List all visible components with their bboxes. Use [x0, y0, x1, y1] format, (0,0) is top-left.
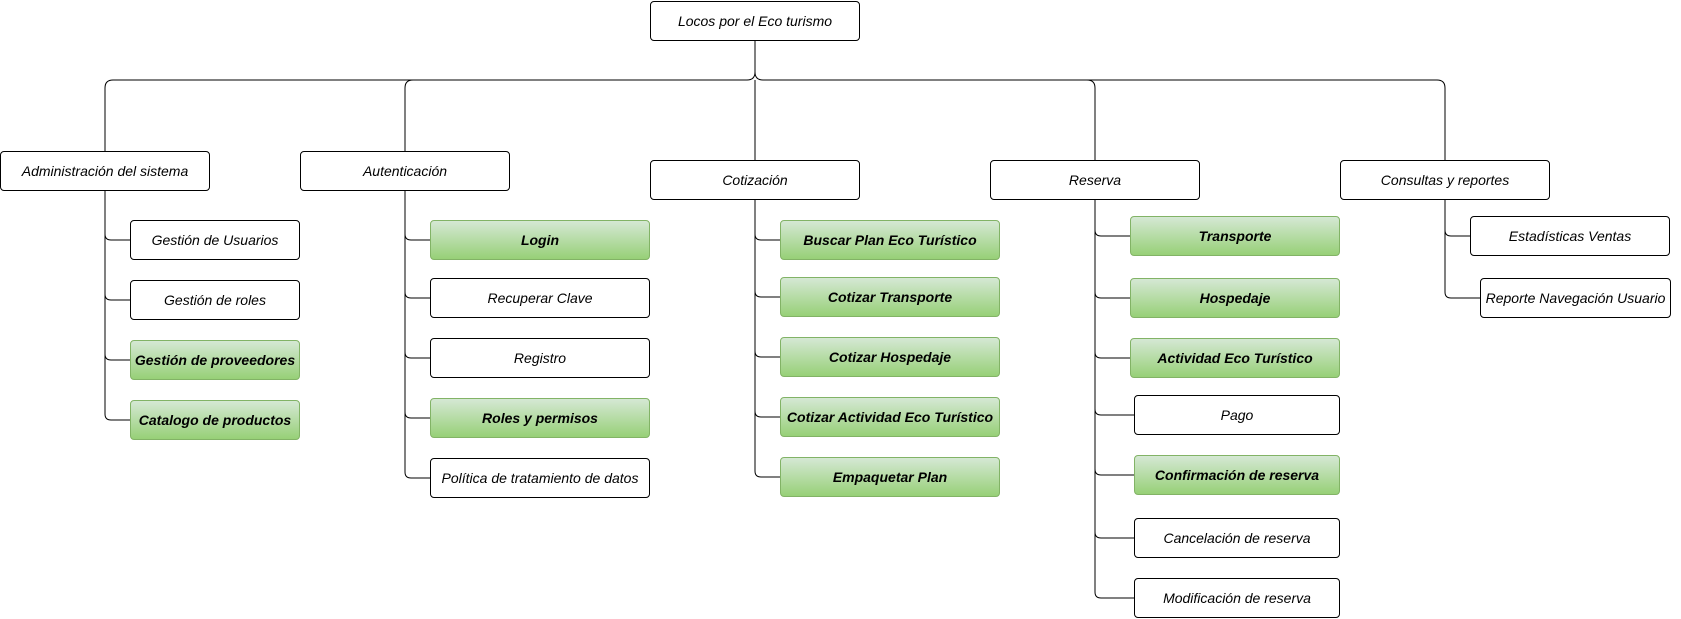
child-connector: [404, 351, 430, 359]
branch-drop: [104, 79, 114, 151]
child-node: Cotizar Transporte: [780, 277, 1000, 317]
child-node: Catalogo de productos: [130, 400, 300, 440]
branch-drop: [404, 79, 414, 151]
child-connector: [404, 471, 430, 479]
child-node: Roles y permisos: [430, 398, 650, 438]
child-connector: [1094, 591, 1134, 599]
child-node: Confirmación de reserva: [1134, 455, 1340, 495]
child-node: Gestión de Usuarios: [130, 220, 300, 260]
child-connector: [754, 350, 780, 358]
child-connector: [104, 353, 130, 361]
branch-node: Consultas y reportes: [1340, 160, 1550, 200]
child-node: Empaquetar Plan: [780, 457, 1000, 497]
child-connector: [1094, 351, 1130, 359]
child-node: Recuperar Clave: [430, 278, 650, 318]
child-node: Hospedaje: [1130, 278, 1340, 318]
child-node: Cotizar Hospedaje: [780, 337, 1000, 377]
child-node: Registro: [430, 338, 650, 378]
child-connector: [754, 290, 780, 298]
branch-node: Autenticación: [300, 151, 510, 191]
child-connector: [1094, 408, 1134, 416]
branch-drop: [1086, 79, 1096, 160]
child-connector: [1094, 468, 1134, 476]
child-node: Actividad Eco Turístico: [1130, 338, 1340, 378]
branch-node: Administración del sistema: [0, 151, 210, 191]
child-connector: [754, 233, 780, 241]
child-node: Reporte Navegación Usuario: [1480, 278, 1671, 318]
child-connector: [754, 410, 780, 418]
child-node: Gestión de roles: [130, 280, 300, 320]
child-node: Cotizar Actividad Eco Turístico: [780, 397, 1000, 437]
root-stem-right: [754, 71, 764, 81]
child-connector: [104, 413, 130, 421]
child-node: Pago: [1134, 395, 1340, 435]
child-connector: [1444, 229, 1470, 237]
child-connector: [1094, 229, 1130, 237]
child-node: Buscar Plan Eco Turístico: [780, 220, 1000, 260]
child-connector: [104, 233, 130, 241]
child-connector: [754, 470, 780, 478]
root-node: Locos por el Eco turismo: [650, 1, 860, 41]
branch-node: Cotización: [650, 160, 860, 200]
child-node: Cancelación de reserva: [1134, 518, 1340, 558]
branch-node: Reserva: [990, 160, 1200, 200]
child-node: Transporte: [1130, 216, 1340, 256]
child-connector: [1094, 531, 1134, 539]
child-connector: [404, 233, 430, 241]
child-node: Modificación de reserva: [1134, 578, 1340, 618]
child-connector: [404, 291, 430, 299]
child-connector: [404, 411, 430, 419]
child-connector: [1444, 291, 1480, 299]
child-node: Login: [430, 220, 650, 260]
child-node: Política de tratamiento de datos: [430, 458, 650, 498]
branch-drop: [1436, 79, 1446, 160]
child-connector: [1094, 291, 1130, 299]
child-node: Gestión de proveedores: [130, 340, 300, 380]
root-stem: [746, 41, 756, 81]
child-connector: [104, 293, 130, 301]
child-node: Estadísticas Ventas: [1470, 216, 1670, 256]
